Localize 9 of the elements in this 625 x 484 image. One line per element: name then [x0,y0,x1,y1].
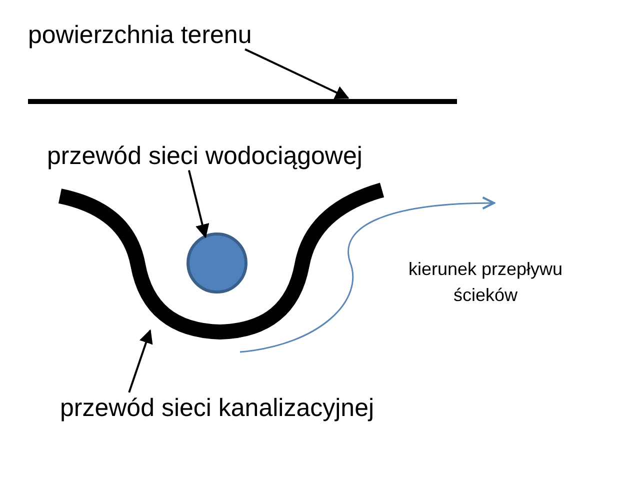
flow-direction-label: kierunek przepływu ścieków [407,258,564,307]
leader-line [188,170,210,238]
water-pipe-circle [186,232,248,294]
leader-line [128,329,153,393]
callout-label: przewód sieci wodociągowej [47,143,362,169]
leader-line [244,48,350,99]
sewer-pipe-drawing [58,182,384,340]
callout-label: powierzchnia terenu [28,22,252,48]
callout-label: przewód sieci kanalizacyjnej [60,395,374,421]
